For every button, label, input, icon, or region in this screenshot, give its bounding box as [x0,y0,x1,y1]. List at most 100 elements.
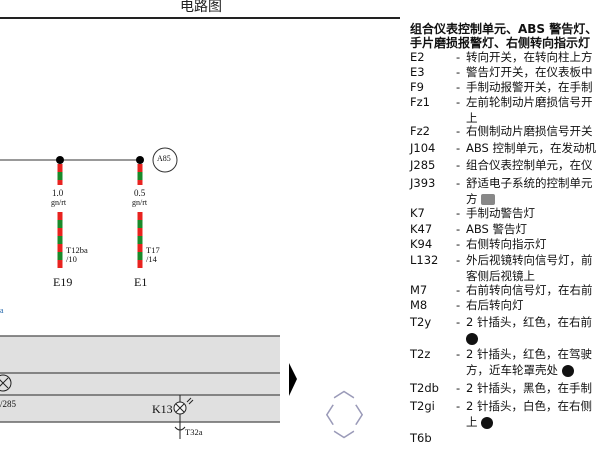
pan-down-button[interactable]: ﹀ [333,430,356,455]
legend-dash: - [456,283,461,297]
wire-segment [137,228,143,236]
camera-icon[interactable] [481,194,496,205]
legend-dash: - [456,237,461,251]
legend-desc: 右前转向信号灯，在右前 [466,283,593,297]
legend-desc: 外后视镜转向信号灯，前 [466,253,593,267]
component-k13[interactable]: K13 [152,402,173,416]
legend-dash: - [456,95,461,109]
legend-dash: - [456,399,461,413]
wire2-pin: /14 [146,254,157,264]
wire-segment [137,260,143,268]
legend-code: F9 [410,80,424,94]
component-a85-circle [152,147,178,173]
legend-desc-cont: 方 [466,192,478,206]
legend-code: M7 [410,283,428,297]
wire-segment [57,212,63,220]
legend-dash: - [456,141,461,155]
wire-segment [57,164,63,172]
pan-right-button[interactable]: 〉 [354,404,377,429]
legend-dash: - [456,381,461,395]
component-a85[interactable]: A85 [157,154,171,163]
pan-up-button[interactable]: ︿ [333,378,356,403]
legend-code: J393 [410,176,436,190]
wire-segment [137,212,143,220]
legend-code: J285 [410,158,436,172]
wire2-color: gn/rt [132,198,148,207]
legend-desc: 手制动警告灯 [466,206,535,220]
connector-t32a: T32a [185,427,203,437]
wire-segment [137,236,143,244]
legend-code: Fz1 [410,95,430,109]
legend-code: T2z [410,347,431,361]
legend-code: M8 [410,298,428,312]
legend-dash: - [456,50,461,64]
legend-desc: 左前轮制动片磨损信号开 [466,95,593,109]
wire-segment [57,172,63,180]
legend-code: L132 [410,253,439,267]
wire1-color: gn/rt [51,198,67,207]
wire1-connector: T12ba [66,245,88,255]
legend-dash: - [456,176,461,190]
gray-panel [0,336,280,422]
legend-desc-cont: 客侧后视镜上 [466,269,535,283]
legend-desc: 2 针插头，黑色，在手制 [466,381,592,395]
legend-desc: 右侧制动片磨损信号开关 [466,124,593,138]
legend-desc: 转向开关，在转向柱上方 [466,50,593,64]
legend-code: T2gi [410,399,435,413]
legend-dash: - [456,206,461,220]
legend-desc: 警告灯开关，在仪表板中 [466,65,593,79]
legend-dash: - [456,222,461,236]
legend-desc: 舒适电子系统的控制单元 [466,176,593,190]
wire-segment [57,244,63,252]
legend-desc: 右后转向灯 [466,298,524,312]
legend-desc: 组合仪表控制单元，在仪 [466,158,593,172]
legend-dash: - [456,65,461,79]
wire-segment [57,228,63,236]
legend-dash: - [456,253,461,267]
wire-segment [57,236,63,244]
component-e19[interactable]: E19 [53,275,73,289]
legend-desc-cont: 方，近车轮罩壳处 [466,363,558,377]
wire-segment [137,164,143,172]
wire-segment [57,180,63,185]
fragment-285: /285 [0,399,17,409]
legend-dash: - [456,298,461,312]
connector-plug-icon[interactable] [561,364,574,377]
legend-desc: ABS 控制单元，在发动机 [466,141,597,155]
pan-left-button[interactable]: 〈 [313,404,336,429]
wire2-size: 0.5 [134,188,146,198]
legend-code: K94 [410,237,433,251]
wire-segment [57,252,63,260]
legend-dash: - [456,347,461,361]
legend-dash: - [456,124,461,138]
legend-desc: 右侧转向指示灯 [466,237,547,251]
wire1-pin: /10 [66,254,77,264]
expand-arrow-icon [289,363,297,396]
wire-segment [137,180,143,185]
connector-plug-icon[interactable] [466,332,478,345]
fragment-a-link[interactable]: a [0,306,4,315]
legend-desc: 2 针插头，红色，在驾驶 [466,347,592,361]
junction-node [136,156,144,164]
legend-code: J104 [410,141,436,155]
legend-heading: 组合仪表控制单元、ABS 警告灯、手片磨损报警灯、右侧转向指示灯 [410,22,598,50]
lamp-cross [0,377,9,389]
connector-plug-icon[interactable] [481,416,494,429]
legend-desc: 2 针插头，白色，在右侧 [466,399,592,413]
legend-code: E3 [410,65,425,79]
wire-segment [137,244,143,252]
legend-panel: 组合仪表控制单元、ABS 警告灯、手片磨损报警灯、右侧转向指示灯 E2-转向开关… [410,22,600,445]
junction-node [56,156,64,164]
legend-code: Fz2 [410,124,430,138]
legend-desc: 2 针插头，红色，在右前 [466,315,592,329]
legend-code: T2y [410,315,432,329]
component-e1[interactable]: E1 [134,275,148,289]
legend-code: K7 [410,206,425,220]
wire-segment [57,260,63,268]
legend-code: K47 [410,222,433,236]
wire-segment [57,220,63,228]
legend-desc-cont: 上 [466,111,478,125]
legend-desc-cont: 上 [466,415,478,429]
page-title: 电路图 [180,0,222,15]
wire-segment [137,252,143,260]
